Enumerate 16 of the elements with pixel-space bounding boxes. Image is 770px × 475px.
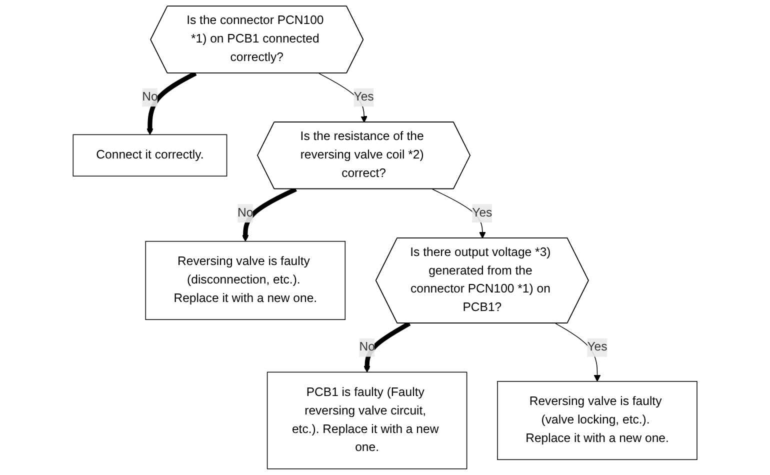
- arrow: [555, 323, 601, 382]
- arrow: [318, 72, 368, 123]
- arrow: [146, 71, 197, 135]
- node-box: Reversing valve is faulty (valve locking, etc.). Replace it with a new one.: [497, 380, 698, 460]
- arrow: [242, 187, 297, 242]
- edge-label: Yes: [472, 206, 492, 220]
- edge-label: No: [359, 340, 375, 354]
- edge-label: No: [237, 206, 254, 220]
- node-box: Connect it correctly.: [72, 134, 228, 176]
- arrow: [364, 321, 411, 372]
- edge-label: Yes: [587, 340, 608, 354]
- node-box: Reversing valve is faulty (disconnection, etc.). Replace it with a new one.: [145, 240, 346, 320]
- arrow: [432, 188, 486, 239]
- edge-label: Yes: [354, 90, 374, 104]
- edge-label: No: [142, 90, 158, 104]
- node-box: PCB1 is faulty (Faulty reversing valve circuit, etc.). Replace it with a new one.: [266, 372, 468, 470]
